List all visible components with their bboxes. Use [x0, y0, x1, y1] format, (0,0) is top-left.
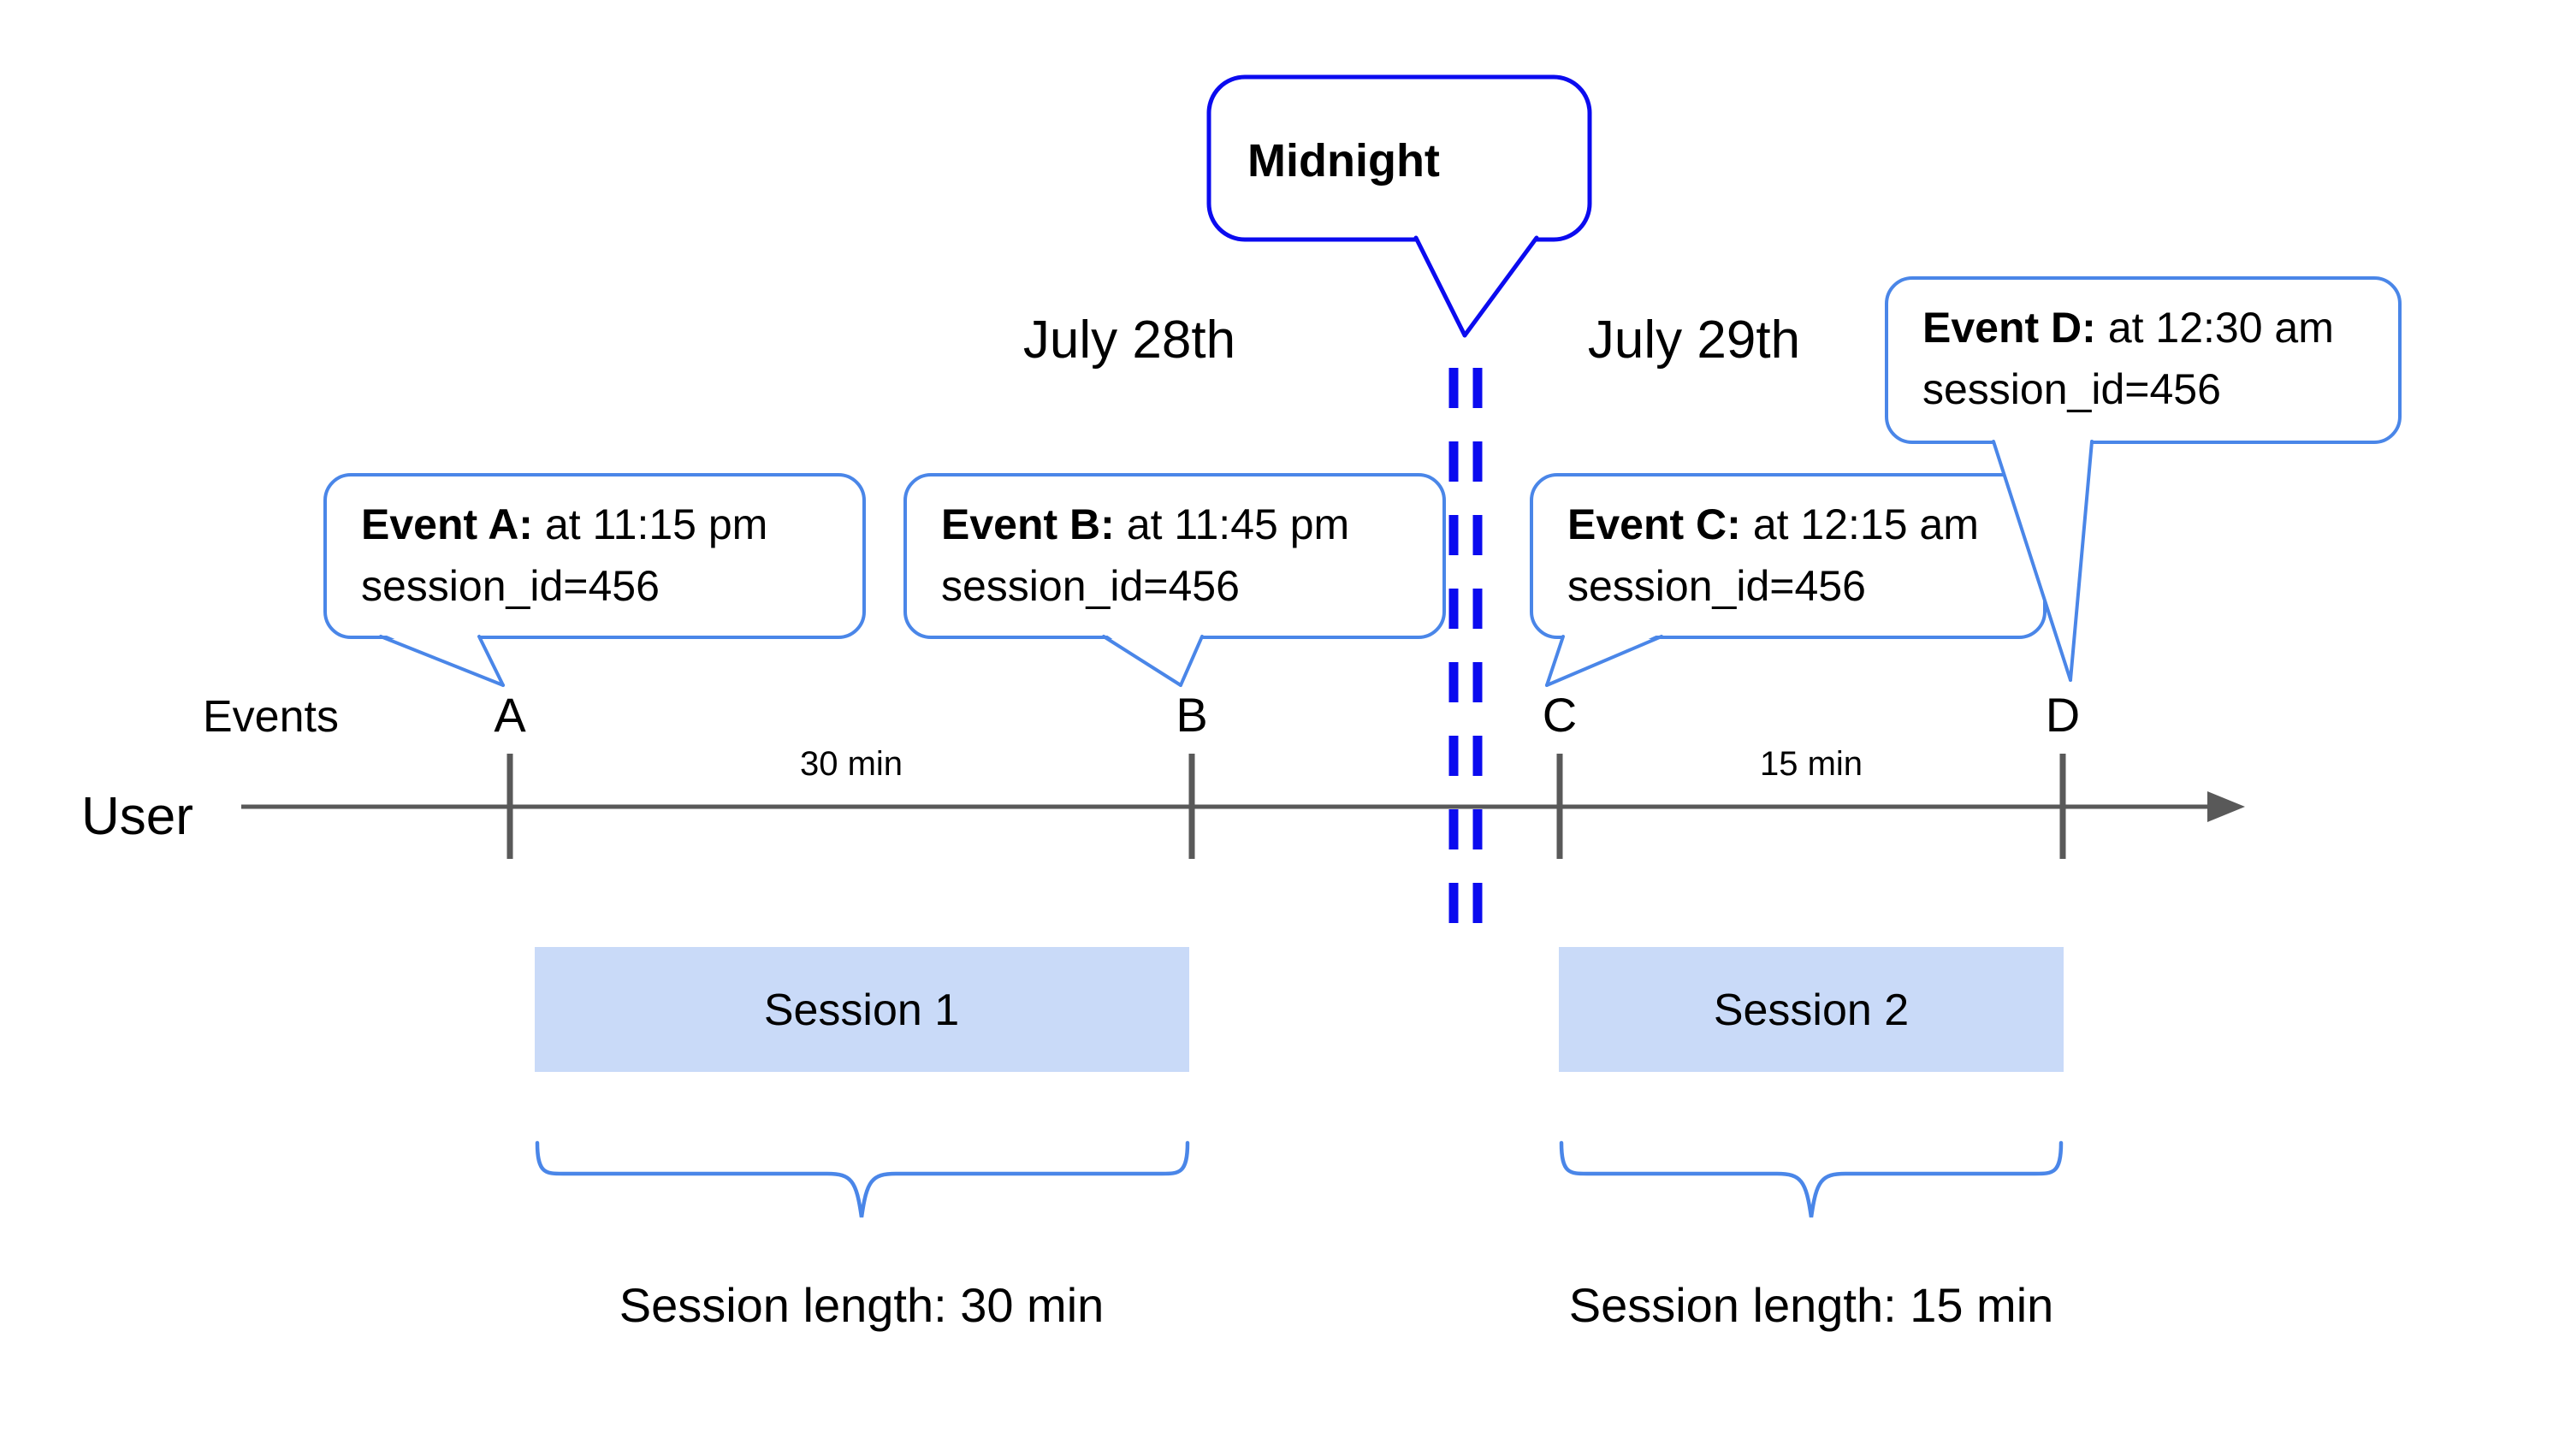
session-1-brace	[535, 1140, 1190, 1218]
event-b-session-id: session_id=456	[941, 562, 1240, 610]
event-c-session-id: session_id=456	[1567, 562, 1866, 610]
session-1-label: Session 1	[764, 985, 959, 1035]
event-d-session-id: session_id=456	[1922, 365, 2221, 413]
midnight-bubble-tail	[1416, 234, 1537, 335]
midnight-bubble-tail-left-edge	[1413, 235, 1467, 338]
session-1-group: Session 1 Session length: 30 min	[535, 947, 1190, 1332]
event-letter-b: B	[1176, 688, 1207, 742]
session-2-group: Session 2 Session length: 15 min	[1559, 947, 2064, 1332]
event-b-time: at 11:45 pm	[1127, 500, 1349, 548]
event-c-time: at 12:15 am	[1753, 500, 1979, 548]
event-d-callout-bubble: Event D:at 12:30 am session_id=456	[1885, 276, 2402, 682]
event-letter-a: A	[494, 688, 526, 742]
event-b-bubble-shape	[903, 473, 1446, 639]
midnight-callout-bubble: Midnight	[1206, 74, 1592, 338]
event-a-tail-left-edge	[379, 635, 505, 687]
event-letter-d: D	[2046, 688, 2080, 742]
event-d-tail-right-edge	[2069, 440, 2094, 682]
events-row-label: Events	[203, 692, 339, 742]
arrowhead-icon	[2207, 791, 2245, 822]
event-b-label: Event B:	[941, 500, 1115, 548]
event-d-time: at 12:30 am	[2108, 304, 2334, 352]
midnight-label: Midnight	[1247, 135, 1440, 186]
session-1-box	[535, 947, 1189, 1072]
event-b-text-line1: Event B:at 11:45 pm	[941, 500, 1349, 548]
event-c-text-line1: Event C:at 12:15 am	[1567, 500, 1979, 548]
session-2-box	[1559, 947, 2064, 1072]
session-2-label: Session 2	[1714, 985, 1909, 1035]
event-b-tail-left-edge	[1102, 635, 1182, 687]
interval-label-30min: 30 min	[800, 745, 903, 783]
event-d-bubble-tail	[1993, 438, 2092, 680]
event-ticks	[506, 754, 2066, 859]
event-a-session-id: session_id=456	[361, 562, 660, 610]
session-1-length-label: Session length: 30 min	[619, 1278, 1105, 1332]
event-c-label: Event C:	[1567, 500, 1741, 548]
midnight-divider	[1448, 368, 1483, 938]
interval-label-15min: 15 min	[1760, 745, 1863, 783]
event-b-callout-bubble: Event B:at 11:45 pm session_id=456	[903, 473, 1446, 687]
event-b-bubble-tail	[1104, 633, 1202, 685]
event-d-text-line1: Event D:at 12:30 am	[1922, 304, 2334, 352]
date-label-july-29: July 29th	[1588, 311, 1800, 370]
event-a-callout-bubble: Event A:at 11:15 pm session_id=456	[323, 473, 866, 687]
event-letter-c: C	[1543, 688, 1577, 742]
event-a-time: at 11:15 pm	[545, 500, 767, 548]
event-a-label: Event A:	[361, 500, 533, 548]
session-2-length-label: Session length: 15 min	[1569, 1278, 2054, 1332]
midnight-bubble-shape	[1206, 74, 1592, 242]
event-b-tail-right-edge	[1179, 635, 1204, 687]
event-a-bubble-shape	[323, 473, 866, 639]
event-d-label: Event D:	[1922, 304, 2096, 352]
event-c-tail-right-edge	[1545, 635, 1663, 687]
event-d-bubble-shape	[1885, 276, 2402, 444]
event-d-tail-left-edge	[1992, 440, 2072, 682]
event-a-text-line1: Event A:at 11:15 pm	[361, 500, 767, 548]
user-row-label: User	[81, 787, 193, 846]
session-2-brace	[1559, 1140, 2064, 1218]
midnight-bubble-tail-right-edge	[1462, 235, 1539, 338]
event-c-callout-bubble: Event C:at 12:15 am session_id=456	[1530, 473, 2047, 687]
event-a-tail-right-edge	[477, 635, 505, 687]
date-label-july-28: July 28th	[1023, 311, 1235, 370]
event-c-bubble-shape	[1530, 473, 2047, 639]
event-c-tail-left-edge	[1545, 635, 1565, 687]
user-timeline: User	[81, 787, 2245, 846]
